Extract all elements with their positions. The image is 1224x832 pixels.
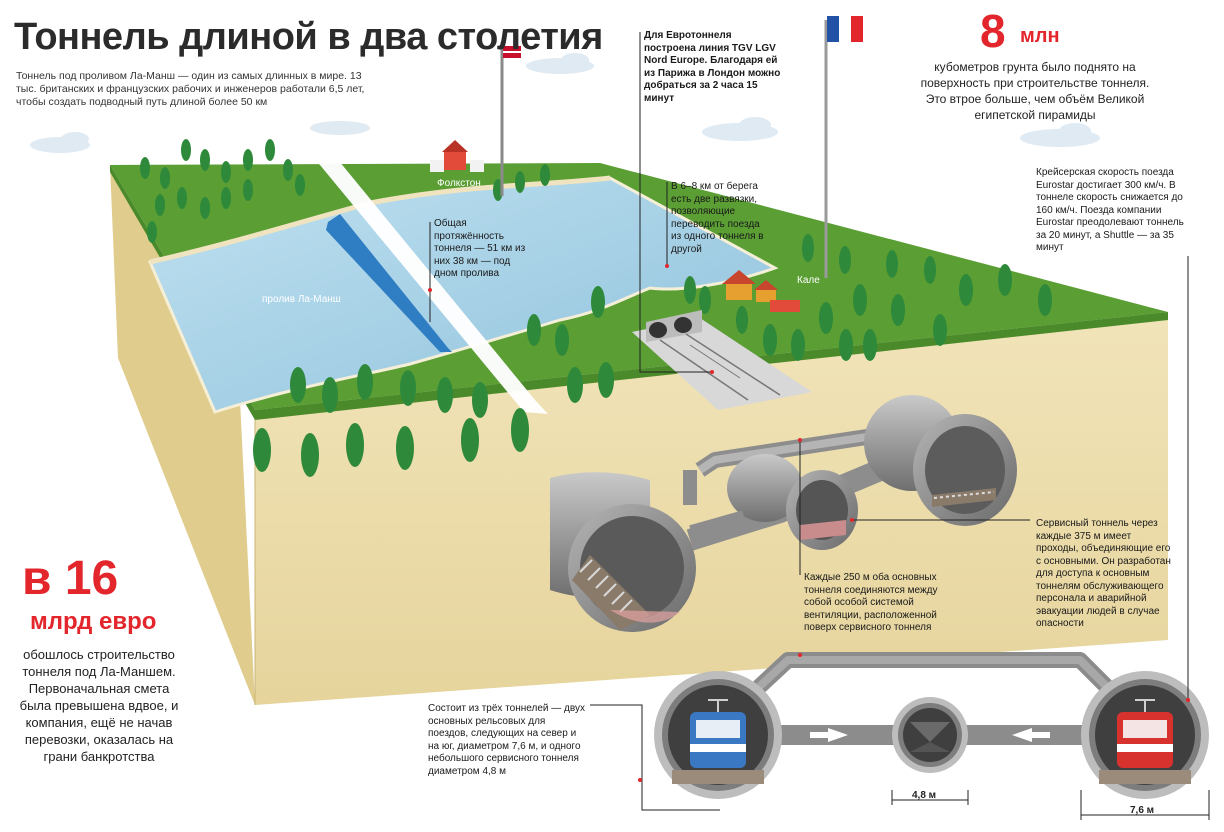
train-south <box>1117 699 1173 768</box>
tunnel-tubes-3d <box>550 395 1017 632</box>
cost-unit: млрд евро <box>30 608 157 635</box>
note-tgv: Для Евротоннеля построена линия TGV LGV … <box>644 30 781 104</box>
dim-main: 7,6 м <box>1130 805 1155 816</box>
label-strait: пролив Ла-Манш <box>262 294 341 305</box>
cost-number: в 16 <box>22 552 119 605</box>
trees-uk <box>140 139 550 243</box>
calais-houses <box>722 270 800 312</box>
french-flag <box>824 16 863 278</box>
note-service: Сервисный тоннель через каждые 375 м име… <box>1036 518 1171 629</box>
note-ventilation: Каждые 250 м оба основных тоннеля соедин… <box>804 572 938 633</box>
page-title: Тоннель длиной в два столетия <box>14 16 603 58</box>
folkestone-houses <box>430 140 484 172</box>
arrow-right-icon <box>828 728 848 742</box>
callout-dots <box>428 264 1190 782</box>
tunnel-portal <box>632 310 812 410</box>
soil-number: 8 <box>980 5 1006 57</box>
dim-service: 4,8 м <box>912 790 937 801</box>
clouds <box>30 53 1100 153</box>
cost-text: обошлось строительство тоннеля под Ла-Ма… <box>19 647 179 764</box>
cross-section <box>654 652 1210 820</box>
note-junctions: В 6–8 км от берега есть две развязки, по… <box>671 181 764 255</box>
label-folkestone: Фолкстон <box>437 178 481 189</box>
lead-paragraph: Тоннель под проливом Ла-Манш — один из с… <box>16 70 365 108</box>
note-length: Общая протяжённость тоннеля — 51 км из н… <box>434 218 526 279</box>
arrow-left-icon <box>1012 728 1032 742</box>
trees-fr <box>253 234 1052 477</box>
note-three-tunnels: Состоит из трёх тоннелей — двух основных… <box>428 703 585 777</box>
soil-text: кубометров грунта было поднято на поверх… <box>920 60 1150 122</box>
train-north <box>690 699 746 768</box>
note-speed: Крейсерская скорость поезда Eurostar дос… <box>1036 167 1184 253</box>
soil-unit: млн <box>1020 25 1060 47</box>
uk-flag <box>500 42 521 196</box>
label-calais: Кале <box>797 275 820 286</box>
land-edge <box>110 165 1168 420</box>
underwater-arrow <box>326 214 452 352</box>
callout-lines <box>429 32 1189 811</box>
soil-left-face <box>110 165 255 705</box>
